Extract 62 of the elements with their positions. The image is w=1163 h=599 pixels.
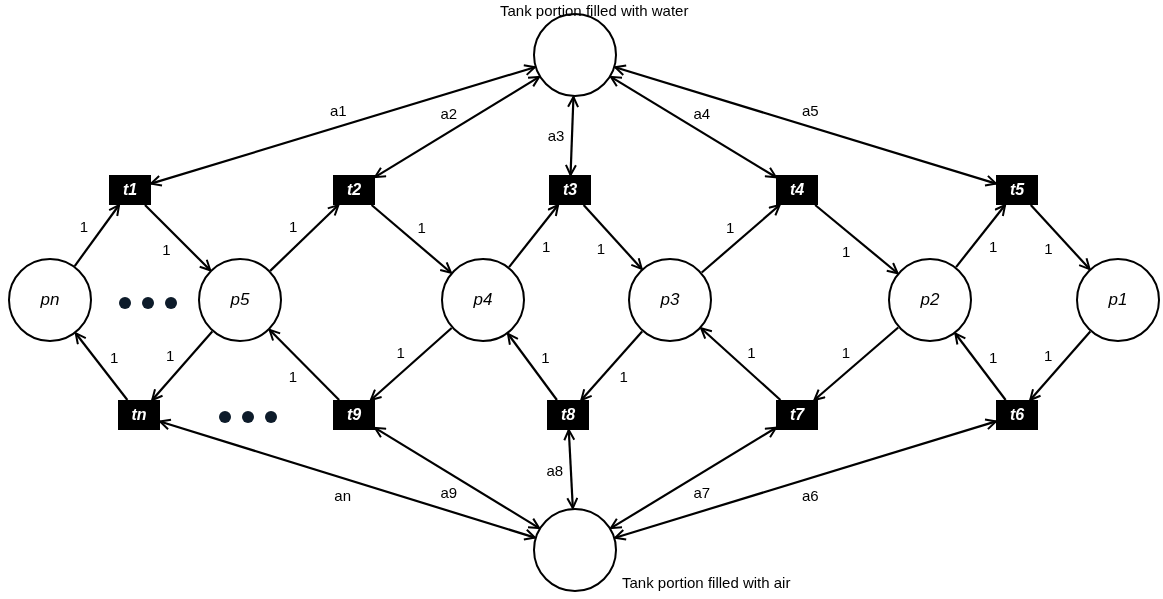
arc-arrow: [609, 426, 777, 530]
transition-box: [118, 400, 160, 430]
place-circle: [441, 258, 525, 342]
place-label: p3: [660, 290, 680, 310]
arc-arrow: [582, 204, 643, 270]
arc-arrow: [701, 204, 781, 274]
arc-arrow: [150, 64, 536, 187]
transition-label: t8: [560, 406, 576, 424]
place-circle: [628, 258, 712, 342]
transition-box: [776, 175, 818, 205]
arc-arrow: [374, 426, 541, 530]
transition-label: t7: [789, 406, 805, 424]
arc-arrow: [614, 418, 997, 541]
arc-arrow: [374, 75, 541, 179]
transition-box: [996, 400, 1038, 430]
arc-arrow: [369, 327, 453, 401]
arc-arrow: [609, 75, 777, 179]
arc-arrow: [269, 204, 340, 272]
arc-arrow: [74, 332, 129, 401]
arc-arrow: [268, 328, 340, 401]
place-circle: [888, 258, 972, 342]
arc-arrow: [813, 326, 899, 401]
arc-arrow: [370, 204, 453, 274]
transition-label: t4: [789, 181, 805, 199]
place-circle: [1076, 258, 1160, 342]
arc-arrow: [508, 204, 560, 268]
transition-box: [547, 400, 589, 430]
transition-label: t2: [346, 181, 362, 199]
place-label: p1: [1108, 290, 1128, 310]
arc-arrow: [506, 332, 558, 401]
transition-box: [549, 175, 591, 205]
transition-label: t5: [1009, 181, 1025, 199]
arc-arrow: [954, 332, 1007, 401]
arc-arrow: [564, 95, 580, 176]
transition-label: tn: [131, 406, 147, 424]
place-label: p2: [920, 290, 940, 310]
arc-arrow: [614, 64, 997, 187]
place-label: p4: [473, 290, 493, 310]
transition-box: [996, 175, 1038, 205]
arc-arrow: [73, 204, 121, 267]
node-caption: Tank portion filled with air: [622, 574, 791, 591]
place-label: p5: [230, 290, 250, 310]
transition-label: t1: [122, 181, 138, 199]
place-label: pn: [40, 290, 60, 310]
transition-box: [333, 400, 375, 430]
transition-box: [109, 175, 151, 205]
arc-arrow: [814, 204, 899, 275]
arc-arrow: [159, 418, 536, 541]
arc-arrow: [151, 330, 214, 401]
arc-arrow: [144, 204, 212, 272]
place-circle: [198, 258, 282, 342]
arc-arrow: [1029, 330, 1092, 401]
arc-arrow: [955, 204, 1007, 268]
arc-arrow: [563, 429, 579, 510]
transition-label: t6: [1009, 406, 1025, 424]
arc-arrow: [580, 330, 643, 401]
arc-arrow: [1029, 204, 1091, 271]
transition-label: t3: [562, 181, 578, 199]
arc-arrow: [700, 327, 782, 401]
transition-label: t9: [346, 406, 362, 424]
transition-box: [776, 400, 818, 430]
transition-box: [333, 175, 375, 205]
